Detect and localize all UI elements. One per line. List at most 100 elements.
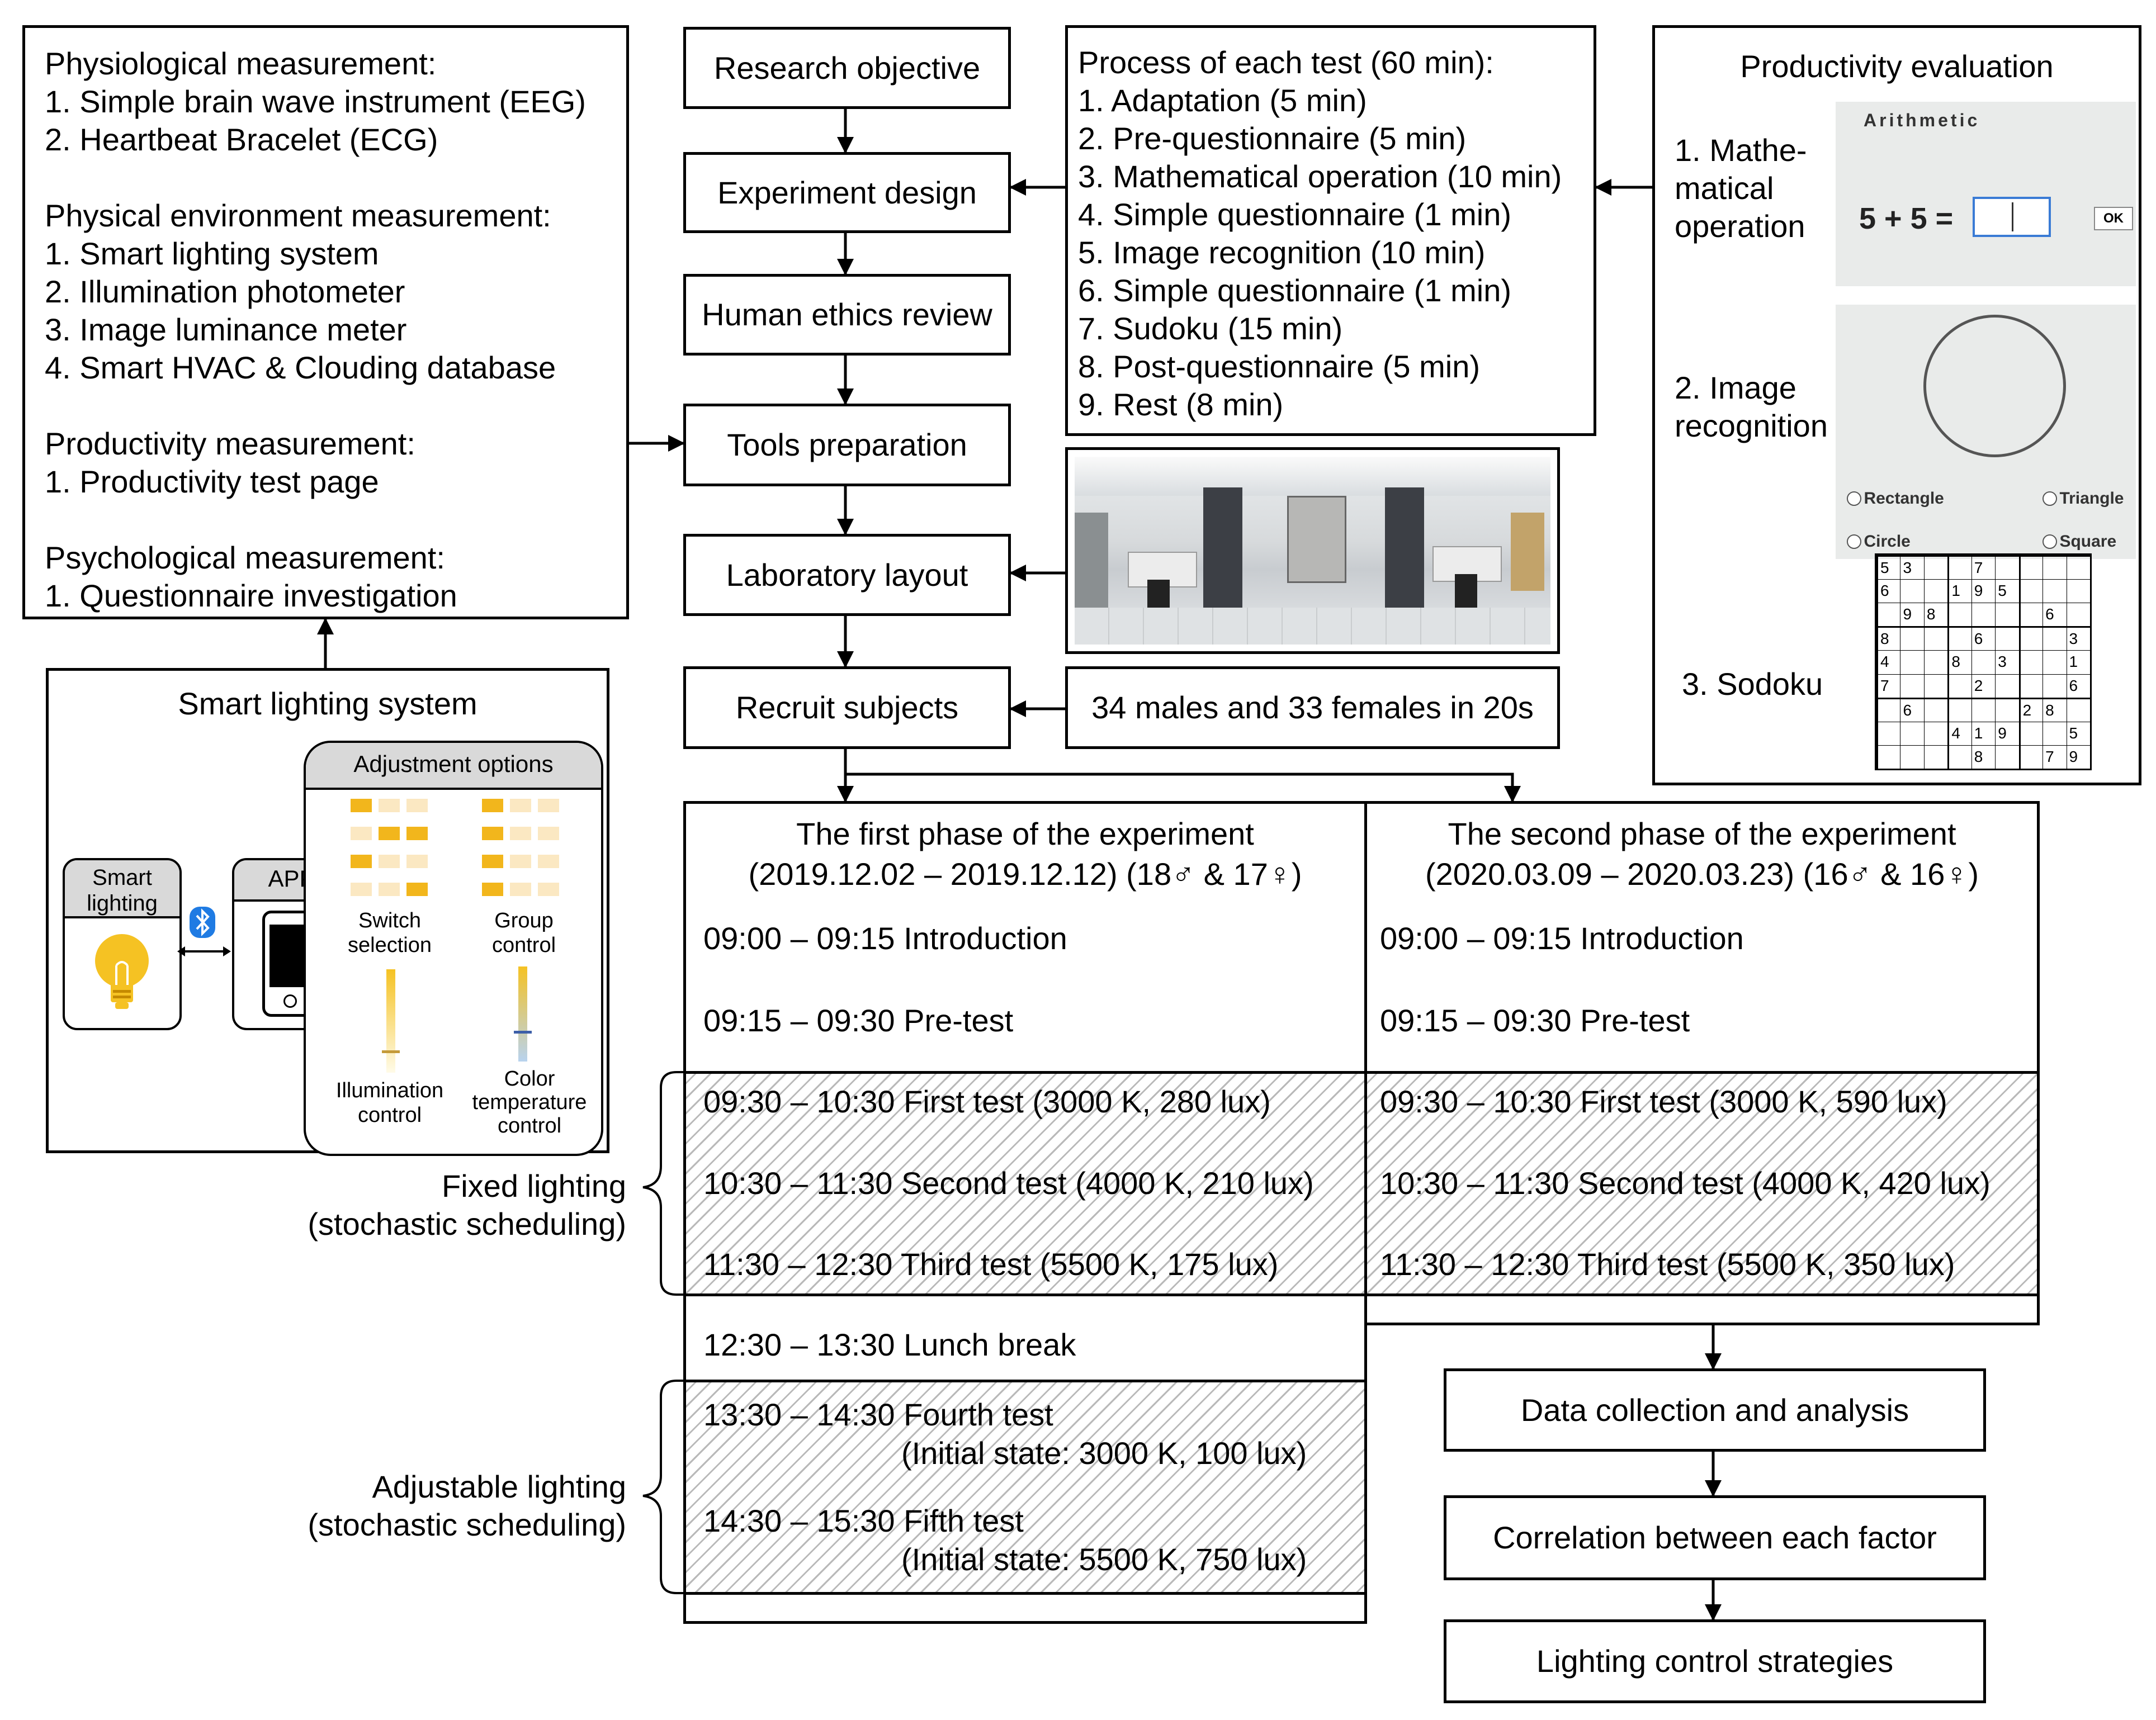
sudoku-cell: 7	[2042, 745, 2067, 769]
recruit-subjects-label: Recruit subjects	[735, 690, 959, 725]
brace-fixed	[642, 1071, 683, 1296]
sudoku-cell[interactable]	[1900, 579, 1924, 603]
option-tile	[538, 799, 559, 812]
illumination-slider	[386, 969, 395, 1073]
option-circle[interactable]: Circle	[1847, 532, 1911, 551]
sudoku-cell: 4	[1876, 650, 1900, 674]
option-triangle[interactable]: Triangle	[2042, 489, 2124, 508]
sudoku-cell[interactable]	[1876, 721, 1900, 745]
sudoku-cell[interactable]	[1923, 697, 1948, 722]
sudoku-cell[interactable]	[1995, 745, 2019, 769]
sudoku-cell[interactable]	[2018, 579, 2043, 603]
sudoku-cell[interactable]	[1971, 650, 1996, 674]
answer-input[interactable]	[1973, 197, 2051, 237]
sudoku-cell[interactable]	[1923, 674, 1948, 698]
illumination-control-label: Illumination control	[335, 1079, 444, 1127]
sudoku-cell[interactable]	[1876, 603, 1900, 627]
sudoku-cell[interactable]	[1947, 697, 1971, 722]
sudoku-cell: 8	[1876, 626, 1900, 651]
phase1-dates: (2019.12.02 – 2019.12.12) (18♂ & 17♀)	[748, 856, 1302, 892]
sudoku-cell[interactable]	[2066, 697, 2090, 722]
sudoku-cell[interactable]	[2018, 674, 2043, 698]
option-tile	[351, 855, 372, 868]
sudoku-cell[interactable]	[2042, 555, 2067, 579]
sudoku-cell[interactable]	[1995, 603, 2019, 627]
sudoku-cell[interactable]	[1947, 674, 1971, 698]
sudoku-cell[interactable]	[2018, 626, 2043, 651]
sudoku-cell: 6	[1876, 579, 1900, 603]
option-tile	[538, 827, 559, 840]
adjustment-options-panel: Adjustment options Switch selection Grou…	[304, 741, 603, 1156]
option-rectangle-label: Rectangle	[1864, 489, 1944, 508]
ok-button[interactable]: OK	[2094, 207, 2133, 230]
group-control-grid	[482, 799, 560, 911]
sudoku-cell[interactable]	[1947, 745, 1971, 769]
laboratory-layout-box: Laboratory layout	[683, 534, 1011, 616]
adjustment-header	[306, 743, 601, 790]
sudoku-cell[interactable]	[1971, 697, 1996, 722]
sudoku-cell: 1	[1971, 721, 1996, 745]
sudoku-cell[interactable]	[2042, 721, 2067, 745]
process-step-line: 5. Image recognition (10 min)	[1078, 235, 1486, 270]
bluetooth-icon	[190, 907, 215, 938]
sudoku-cell[interactable]	[1995, 674, 2019, 698]
option-tile	[482, 855, 503, 868]
sudoku-cell[interactable]	[1947, 555, 1971, 579]
switch-selection-label: Switch selection	[348, 909, 432, 957]
measurement-line	[45, 387, 586, 425]
experiment-design-label: Experiment design	[717, 174, 977, 210]
sudoku-cell[interactable]	[1947, 603, 1971, 627]
phase1-lunch-break: 12:30 – 13:30 Lunch break	[703, 1327, 1076, 1362]
tools-preparation-label: Tools preparation	[727, 427, 967, 462]
option-triangle-label: Triangle	[2059, 489, 2124, 508]
option-rectangle[interactable]: Rectangle	[1847, 489, 1944, 508]
sudoku-cell[interactable]	[1923, 579, 1948, 603]
option-square[interactable]: Square	[2042, 532, 2116, 551]
correlation-label: Correlation between each factor	[1493, 1520, 1937, 1555]
sudoku-cell[interactable]	[1923, 555, 1948, 579]
sudoku-cell[interactable]	[1923, 626, 1948, 651]
sudoku-cell[interactable]	[1900, 626, 1924, 651]
sudoku-cell[interactable]	[1876, 697, 1900, 722]
phase2-title: The second phase of the experiment	[1448, 816, 1956, 851]
sudoku-cell: 6	[1900, 697, 1924, 722]
sudoku-cell[interactable]	[2042, 674, 2067, 698]
sudoku-cell[interactable]	[1995, 697, 2019, 722]
measurement-line: Psychological measurement:	[45, 540, 445, 575]
sudoku-cell[interactable]	[2018, 650, 2043, 674]
sudoku-cell[interactable]	[1923, 650, 1948, 674]
sudoku-cell[interactable]	[2066, 579, 2090, 603]
color-temperature-control-label: Color temperature control	[472, 1067, 587, 1138]
sudoku-cell[interactable]	[1900, 650, 1924, 674]
sudoku-cell[interactable]	[2042, 650, 2067, 674]
sudoku-cell[interactable]	[1947, 626, 1971, 651]
sudoku-cell: 6	[2066, 674, 2090, 698]
sudoku-cell[interactable]	[2042, 626, 2067, 651]
productivity-title: Productivity evaluation	[1740, 49, 2054, 84]
sudoku-cell[interactable]	[1971, 603, 1996, 627]
sudoku-cell[interactable]	[2066, 603, 2090, 627]
divider-adjustable-bottom	[683, 1592, 1367, 1595]
sudoku-cell[interactable]	[1900, 745, 1924, 769]
sudoku-cell: 3	[1995, 650, 2019, 674]
sudoku-cell[interactable]	[1923, 721, 1948, 745]
sudoku-cell[interactable]	[2066, 555, 2090, 579]
sudoku-cell[interactable]	[1876, 745, 1900, 769]
sudoku-cell[interactable]	[1900, 674, 1924, 698]
bidirectional-arrow	[177, 946, 231, 956]
sudoku-cell[interactable]	[2018, 603, 2043, 627]
sudoku-cell[interactable]	[2018, 555, 2043, 579]
sudoku-cell[interactable]	[1900, 721, 1924, 745]
sudoku-cell[interactable]	[2018, 745, 2043, 769]
phase1-third-test: 11:30 – 12:30 Third test (5500 K, 175 lu…	[703, 1247, 1279, 1282]
phase1-adjustable-hatch	[683, 1381, 1364, 1593]
sudoku-cell[interactable]	[1923, 745, 1948, 769]
ethics-review-label: Human ethics review	[702, 297, 992, 332]
option-tile	[406, 827, 428, 840]
sudoku-cell[interactable]	[1995, 626, 2019, 651]
divider-adjustable-top	[683, 1380, 1367, 1382]
sudoku-cell[interactable]	[1995, 555, 2019, 579]
sudoku-cell[interactable]	[2018, 721, 2043, 745]
process-step-line: 4. Simple questionnaire (1 min)	[1078, 197, 1512, 232]
sudoku-cell[interactable]	[2042, 579, 2067, 603]
